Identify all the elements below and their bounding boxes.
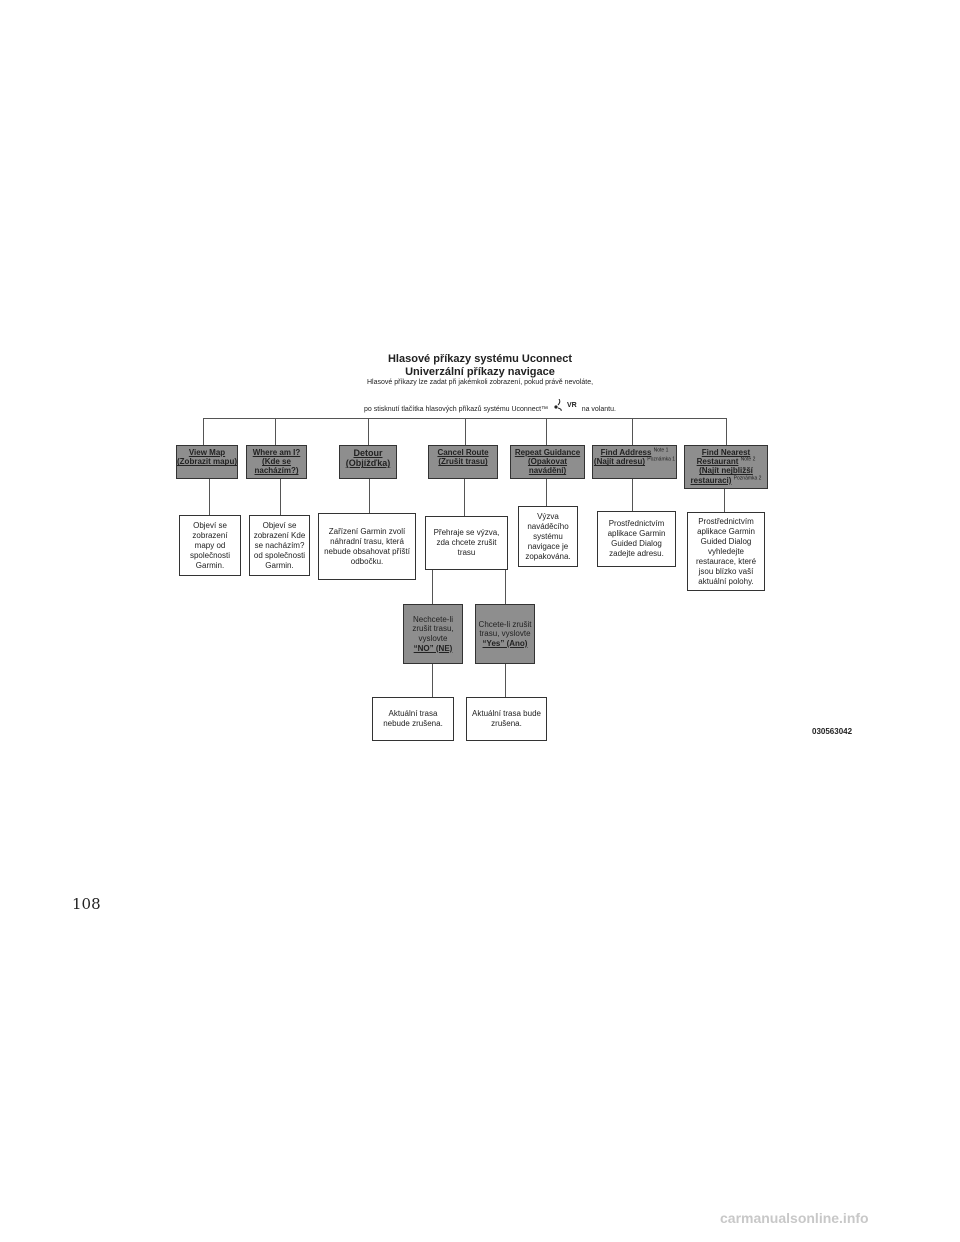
command-cz-label: (Kde se nacházím?): [254, 457, 299, 476]
command-find-nearest-restaurant: Find Nearest Restaurant Note 2 (Najít ne…: [684, 445, 768, 489]
command-en-label: Find Address: [600, 448, 652, 457]
choice-yes: Chcete-li zrušit trasu, vyslovte “Yes” (…: [475, 604, 535, 664]
connector-line: [368, 418, 369, 445]
vr-button-icon: VR: [553, 399, 577, 411]
command-en-label: Where am I?: [252, 448, 301, 457]
command-cz-label: (Najít adresu): [593, 457, 646, 467]
result-detour: Zařízení Garmin zvolí náhradní trasu, kt…: [318, 513, 416, 580]
choice-yes-content: Chcete-li zrušit trasu, vyslovte “Yes” (…: [478, 620, 532, 649]
result-text: Zařízení Garmin zvolí náhradní trasu, kt…: [324, 526, 410, 566]
choice-text: Chcete-li zrušit trasu, vyslovte: [478, 619, 532, 639]
choice-keyword: “Yes” (Ano): [482, 638, 528, 648]
result-where-am-i: Objeví se zobrazení Kde se nacházím? od …: [249, 515, 310, 576]
result-find-nearest-restaurant: Prostřednictvím aplikace Garmin Guided D…: [687, 512, 765, 591]
result-text: Objeví se zobrazení mapy od společnosti …: [189, 520, 231, 570]
page-number: 108: [72, 895, 101, 913]
choice-text: Nechcete-li zrušit trasu, vyslovte: [412, 614, 454, 643]
command-cz-label: (Objížďka): [345, 458, 391, 469]
connector-line: [280, 479, 281, 515]
result-view-map: Objeví se zobrazení mapy od společnosti …: [179, 515, 241, 576]
command-detour: Detour (Objížďka): [339, 445, 397, 479]
connector-line: [505, 664, 506, 697]
connector-line: [546, 418, 547, 445]
connector-line: [726, 418, 727, 445]
connector-line: [432, 664, 433, 697]
connector-line: [505, 570, 506, 604]
connector-line: [465, 418, 466, 445]
result-text: Prostřednictvím aplikace Garmin Guided D…: [607, 519, 666, 558]
result-text: Výzva naváděcího systému navigace je zop…: [525, 511, 571, 561]
command-en-label: View Map: [188, 448, 226, 457]
choice-keyword: “NO” (NE): [413, 643, 453, 653]
result-text: Objeví se zobrazení Kde se nacházím? od …: [253, 520, 306, 570]
connector-line: [632, 479, 633, 511]
outcome-text: Aktuální trasa nebude zrušena.: [383, 709, 443, 728]
connector-line: [432, 570, 433, 604]
note-ref: Poznámka 2: [733, 474, 762, 481]
command-repeat-guidance: Repeat Guidance (Opakovat navádění): [510, 445, 585, 479]
result-cancel-route: Přehraje se výzva, zda chcete zrušit tra…: [425, 516, 508, 570]
connector-line: [464, 479, 465, 516]
choice-no-content: Nechcete-li zrušit trasu, vyslovte “NO” …: [406, 615, 460, 653]
outcome-text: Aktuální trasa bude zrušena.: [472, 709, 541, 728]
connector-line: [369, 479, 370, 513]
diagram-title: Hlasové příkazy systému Uconnect: [387, 353, 573, 365]
command-cz-label: (Zrušit trasu): [438, 457, 488, 467]
result-text: Prostřednictvím aplikace Garmin Guided D…: [695, 516, 757, 586]
command-find-address: Find Address Note 1 (Najít adresu) Pozná…: [592, 445, 677, 479]
command-en-label: Detour: [353, 448, 383, 458]
outcome-cancelled: Aktuální trasa bude zrušena.: [466, 697, 547, 741]
connector-line: [275, 418, 276, 445]
outcome-not-cancelled: Aktuální trasa nebude zrušena.: [372, 697, 454, 741]
connector-line: [209, 479, 210, 515]
connector-line: [632, 418, 633, 445]
command-en-label: Find Nearest Restaurant: [696, 448, 751, 467]
note-ref: Poznámka 1: [647, 456, 676, 463]
choice-no: Nechcete-li zrušit trasu, vyslovte “NO” …: [403, 604, 463, 664]
result-text: Přehraje se výzva, zda chcete zrušit tra…: [433, 528, 500, 557]
command-en-label: Repeat Guidance: [514, 448, 581, 457]
note-ref: Note 1: [653, 447, 669, 454]
vr-label: VR: [567, 401, 577, 409]
connector-line: [546, 479, 547, 506]
command-cz-label: (Opakovat navádění): [527, 457, 568, 476]
command-en-label: Cancel Route: [437, 448, 489, 457]
command-cancel-route: Cancel Route (Zrušit trasu): [428, 445, 498, 479]
diagram-instruction-line1: Hlasové příkazy lze zadat při jakémkoli …: [366, 379, 594, 386]
instruction-line2-post: na volantu.: [581, 406, 616, 413]
connector-line: [203, 418, 204, 445]
command-where-am-i: Where am I? (Kde se nacházím?): [246, 445, 307, 479]
watermark: carmanualsonline.info: [720, 1210, 869, 1226]
command-cz-label: (Zobrazit mapu): [177, 457, 237, 467]
instruction-line2-pre: po stisknutí tlačítka hlasových příkazů …: [364, 406, 549, 413]
command-view-map: View Map (Zobrazit mapu): [176, 445, 238, 479]
connector-line: [724, 489, 725, 512]
figure-code: 030563042: [812, 727, 853, 736]
voice-icon: [554, 399, 562, 411]
command-cz-label: (Najít nejbližší restauraci): [690, 466, 753, 485]
diagram-subtitle: Univerzální příkazy navigace: [405, 366, 555, 378]
result-find-address: Prostřednictvím aplikace Garmin Guided D…: [597, 511, 676, 567]
note-ref: Note 2: [740, 456, 756, 463]
result-repeat-guidance: Výzva naváděcího systému navigace je zop…: [518, 506, 578, 567]
diagram-instruction-line2: po stisknutí tlačítka hlasových příkazů …: [290, 399, 690, 413]
